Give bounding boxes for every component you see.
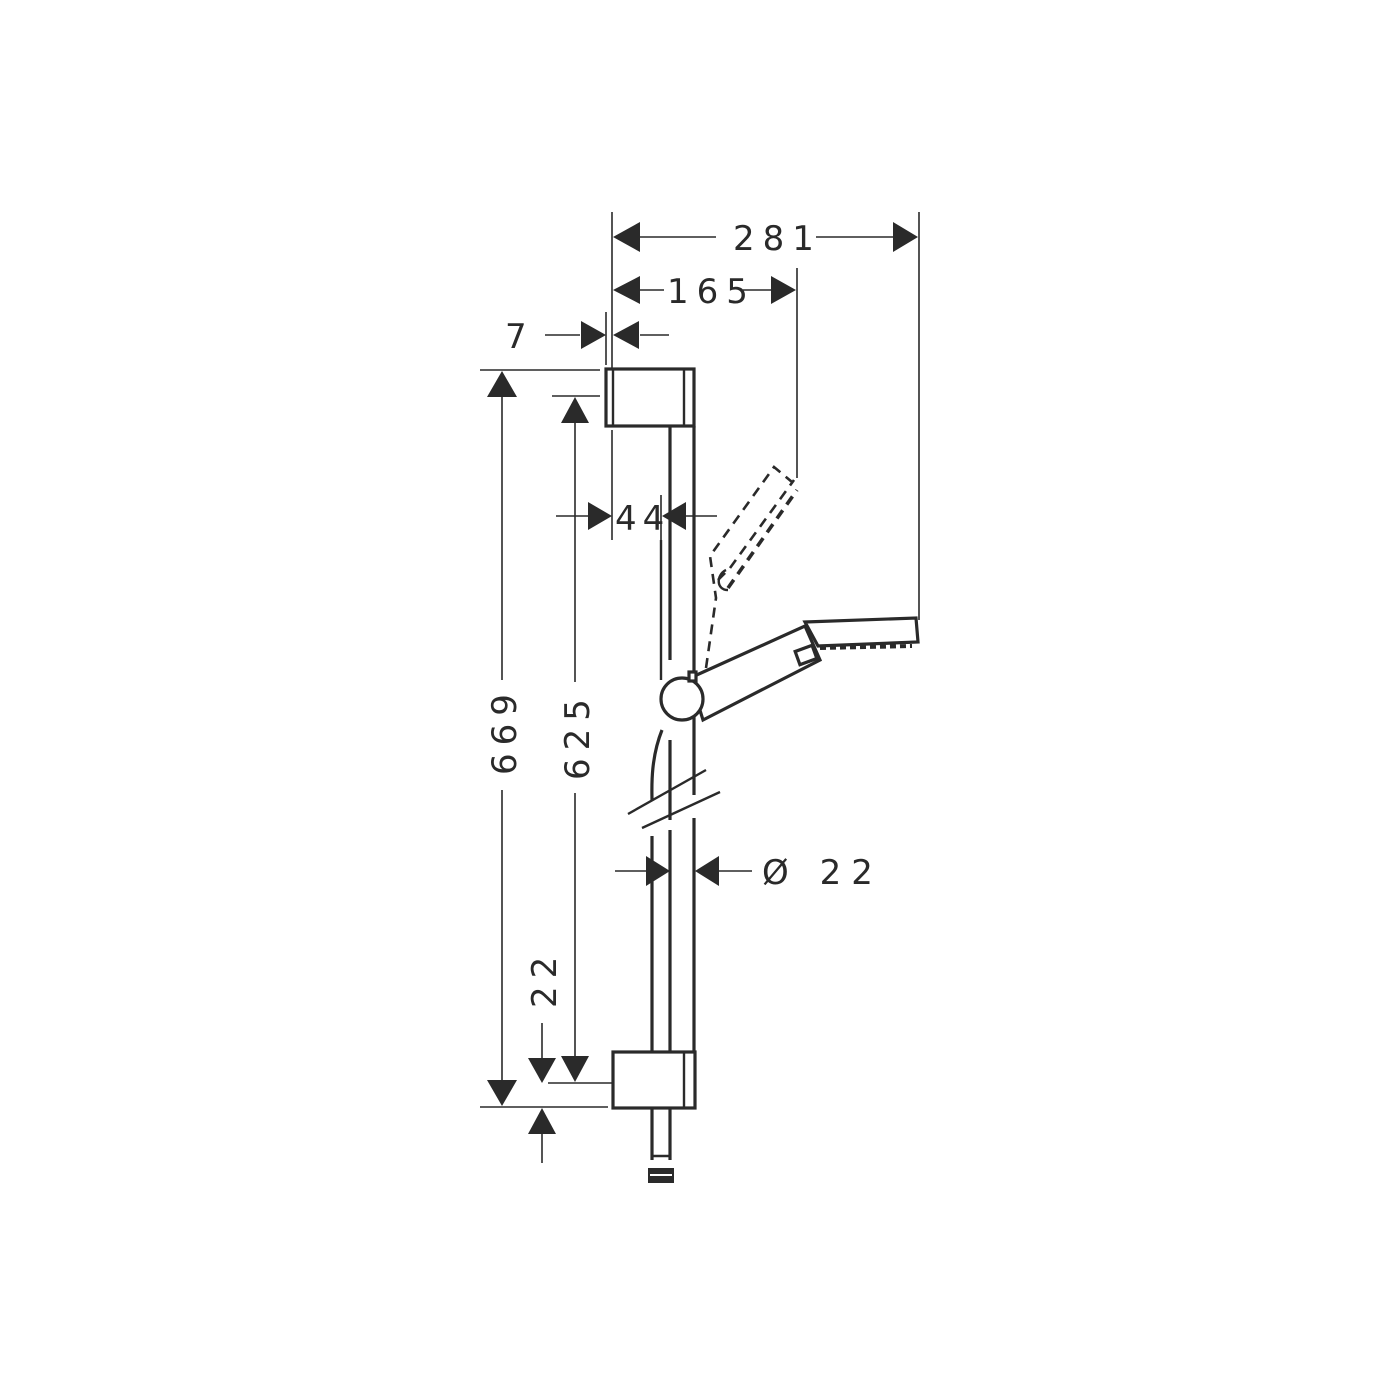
arrow-up-icon [561, 397, 589, 423]
arrow-down-icon [487, 1080, 517, 1106]
dimension-625: 625 [548, 395, 612, 1084]
arrow-right-icon [581, 321, 606, 349]
dimension-label-625: 625 [558, 691, 598, 780]
arrow-down-icon [561, 1056, 589, 1082]
hand-shower-parked-outline [704, 465, 799, 669]
upper-wall-bracket [604, 367, 696, 428]
arrow-right-icon [771, 276, 796, 304]
arrow-left-icon [613, 276, 640, 304]
dimension-22-lower: 22 [525, 949, 565, 1163]
dimension-281: 281 [611, 212, 920, 620]
arrow-right-icon [893, 222, 918, 252]
shower-rail [627, 426, 721, 1052]
lower-wall-bracket [611, 1050, 697, 1183]
arrow-left-icon [613, 222, 640, 252]
dimension-label-diameter: Ø 22 [762, 853, 883, 893]
arrow-down-icon [528, 1058, 556, 1083]
break-line [627, 768, 707, 816]
arrow-left-icon [695, 856, 719, 886]
arrow-right-icon [646, 856, 670, 886]
arrow-left-icon [662, 502, 686, 530]
dimension-label-44: 44 [615, 499, 670, 539]
dimension-165: 165 [613, 268, 798, 478]
dimension-label-669: 669 [485, 686, 525, 775]
arrow-up-icon [487, 371, 517, 397]
dimension-label-165: 165 [667, 272, 756, 312]
dimension-label-281: 281 [733, 219, 822, 259]
dimension-diameter-22: Ø 22 [615, 853, 883, 893]
hand-shower [659, 616, 920, 723]
dimension-44: 44 [556, 430, 717, 540]
dimension-7: 7 [505, 312, 669, 365]
dimension-669: 669 [480, 369, 608, 1108]
arrow-left-icon [613, 321, 639, 349]
arrow-right-icon [588, 502, 612, 530]
slider-knob [659, 676, 705, 722]
dimension-label-7: 7 [505, 317, 535, 357]
arrow-up-icon [528, 1108, 556, 1134]
dimension-label-22: 22 [525, 949, 565, 1008]
break-line [641, 790, 721, 830]
